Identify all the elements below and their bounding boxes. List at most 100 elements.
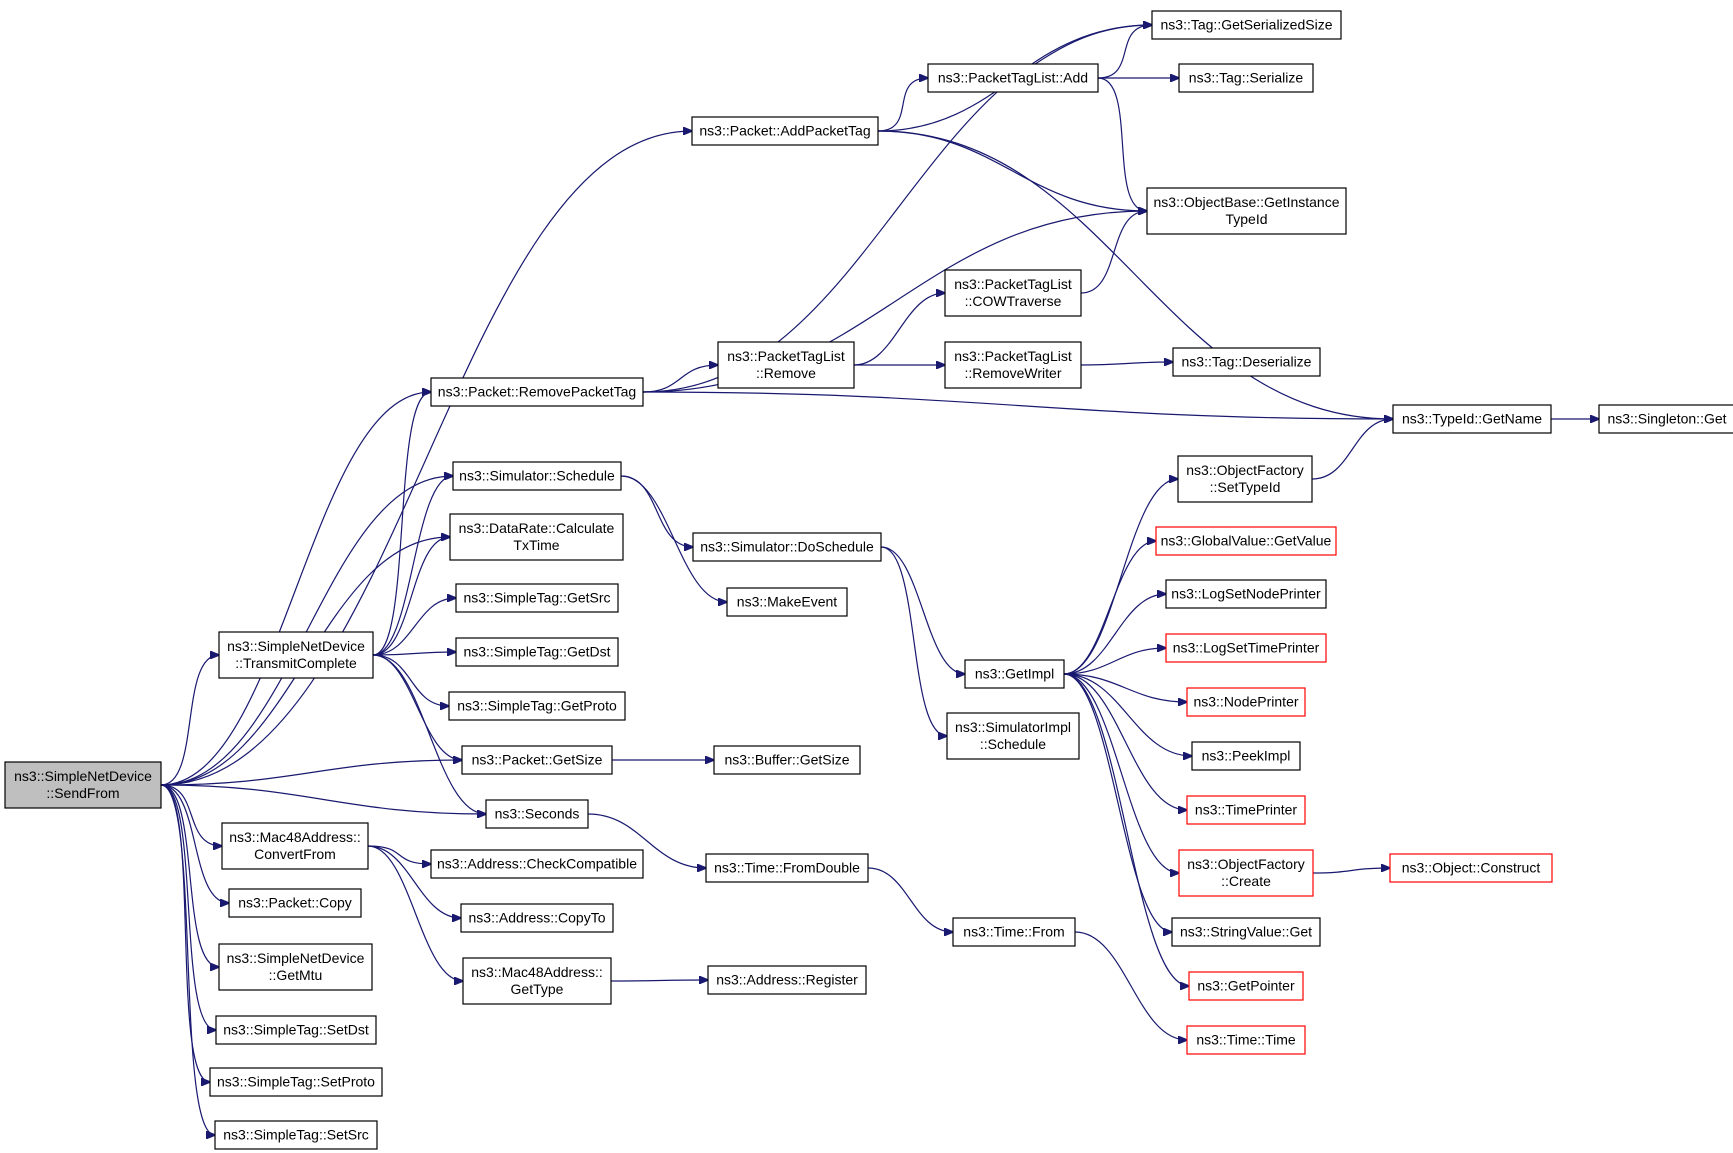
node-checkcompatible[interactable]: ns3::Address::CheckCompatible [430,849,644,879]
node-box [1178,849,1314,897]
node-box [944,341,1082,389]
node-logsettimeprinter[interactable]: ns3::LogSetTimePrinter [1165,633,1327,663]
node-removewriter[interactable]: ns3::PacketTagList::RemoveWriter [944,341,1082,389]
node-label: ns3::Simulator::DoSchedule [700,539,874,555]
node-makeevent[interactable]: ns3::MakeEvent [726,587,848,617]
edge-getimpl-to-globalvaluegetvalue [1063,541,1156,675]
node-box [1186,1025,1306,1055]
node-box [4,761,162,809]
edge-addpackettag-to-typeidgetname [877,130,1393,419]
edge-schedule-to-doschedule [620,475,693,547]
node-label: ns3::LogSetNodePrinter [1171,586,1321,602]
node-label: TypeId [1225,211,1267,227]
node-transmitcomplete[interactable]: ns3::SimpleNetDevice::TransmitComplete [218,631,374,679]
node-box [1598,404,1733,434]
node-stringvalueget[interactable]: ns3::StringValue::Get [1171,917,1321,947]
node-box [1165,633,1327,663]
node-objectconstruct[interactable]: ns3::Object::Construct [1389,853,1553,883]
node-label: ns3::Seconds [495,806,580,822]
node-sendfrom[interactable]: ns3::SimpleNetDevice::SendFrom [4,761,162,809]
node-removepackettag[interactable]: ns3::Packet::RemovePacketTag [430,377,644,407]
node-tagserialize[interactable]: ns3::Tag::Serialize [1178,63,1314,93]
node-packetgetsize[interactable]: ns3::Packet::GetSize [461,745,613,775]
node-ofsettypeid[interactable]: ns3::ObjectFactory::SetTypeId [1177,455,1313,503]
node-addrregister[interactable]: ns3::Address::Register [707,965,867,995]
node-peekimpl[interactable]: ns3::PeekImpl [1191,741,1301,771]
node-tagdeserialize[interactable]: ns3::Tag::Deserialize [1172,347,1321,377]
node-box [462,957,612,1005]
node-box [1392,404,1552,434]
node-convertfrom[interactable]: ns3::Mac48Address::ConvertFrom [221,822,369,870]
edge-convertfrom-to-copyto [367,845,461,918]
node-label: ns3::Time::FromDouble [714,860,860,876]
node-label: ::COWTraverse [965,293,1062,309]
node-label: ns3::Simulator::Schedule [459,468,615,484]
node-getdst[interactable]: ns3::SimpleTag::GetDst [455,637,619,667]
edge-sendfrom-to-setdst [160,784,216,1030]
edge-seconds-to-fromdouble [587,813,706,868]
node-setdst[interactable]: ns3::SimpleTag::SetDst [215,1015,377,1045]
node-timetime[interactable]: ns3::Time::Time [1186,1025,1306,1055]
edge-fromdouble-to-timefrom [867,867,953,932]
node-doschedule[interactable]: ns3::Simulator::DoSchedule [692,532,882,562]
node-buffergetsize[interactable]: ns3::Buffer::GetSize [713,745,861,775]
edge-transmitcomplete-to-calctxtime [372,537,450,656]
node-label: ns3::SimpleNetDevice [227,638,365,654]
node-timeprinter[interactable]: ns3::TimePrinter [1186,795,1306,825]
node-seconds[interactable]: ns3::Seconds [485,799,589,829]
node-addpackettag[interactable]: ns3::Packet::AddPacketTag [691,116,879,146]
node-label: ns3::Tag::Serialize [1189,70,1304,86]
edge-doschedule-to-simimplschedule [880,546,947,736]
node-box [209,1067,383,1097]
edge-sendfrom-to-packetcopy [160,784,229,903]
node-setproto[interactable]: ns3::SimpleTag::SetProto [209,1067,383,1097]
node-getimpl[interactable]: ns3::GetImpl [964,659,1065,689]
node-packetcopy[interactable]: ns3::Packet::Copy [228,888,362,918]
edge-schedule-to-makeevent [620,475,727,602]
node-box [726,587,848,617]
node-label: ns3::SimpleTag::GetSrc [463,590,610,606]
node-ptladd[interactable]: ns3::PacketTagList::Add [927,63,1099,93]
node-getpointer[interactable]: ns3::GetPointer [1188,971,1304,1001]
node-fromdouble[interactable]: ns3::Time::FromDouble [705,853,869,883]
edge-ptladd-to-getinstancetypeid [1097,77,1147,211]
node-label: ns3::Address::CopyTo [469,910,606,926]
node-box [946,712,1080,760]
node-label: ns3::GetPointer [1197,978,1295,994]
node-typeidgetname[interactable]: ns3::TypeId::GetName [1392,404,1552,434]
node-taggetserializedsize[interactable]: ns3::Tag::GetSerializedSize [1151,10,1342,40]
node-box [218,631,374,679]
node-label: ns3::GlobalValue::GetValue [1161,533,1332,549]
node-schedule[interactable]: ns3::Simulator::Schedule [452,461,622,491]
node-singletonget[interactable]: ns3::Singleton::Get [1598,404,1733,434]
node-box [1165,579,1327,609]
node-mac48gettype[interactable]: ns3::Mac48Address::GetType [462,957,612,1005]
node-globalvaluegetvalue[interactable]: ns3::GlobalValue::GetValue [1155,526,1337,556]
node-setsrc[interactable]: ns3::SimpleTag::SetSrc [214,1120,378,1150]
node-getsrc[interactable]: ns3::SimpleTag::GetSrc [455,583,619,613]
node-logsetnodeprinter[interactable]: ns3::LogSetNodePrinter [1165,579,1327,609]
node-simimplschedule[interactable]: ns3::SimulatorImpl::Schedule [946,712,1080,760]
edge-sendfrom-to-getmtu [160,784,219,967]
edge-getimpl-to-nodeprinter [1063,673,1187,702]
node-label: ns3::Singleton::Get [1607,411,1726,427]
edge-getimpl-to-ofsettypeid [1063,479,1178,675]
node-label: ns3::TypeId::GetName [1402,411,1542,427]
node-ptlremove[interactable]: ns3::PacketTagList::Remove [717,341,855,389]
node-copyto[interactable]: ns3::Address::CopyTo [460,903,614,933]
edge-getimpl-to-logsetnodeprinter [1063,594,1166,675]
node-getproto[interactable]: ns3::SimpleTag::GetProto [448,691,626,721]
node-nodeprinter[interactable]: ns3::NodePrinter [1186,687,1306,717]
node-cowtraverse[interactable]: ns3::PacketTagList::COWTraverse [944,269,1082,317]
node-timefrom[interactable]: ns3::Time::From [952,917,1076,947]
node-label: ns3::PacketTagList [954,348,1072,364]
node-getmtu[interactable]: ns3::SimpleNetDevice::GetMtu [218,943,373,991]
edge-sendfrom-to-setproto [160,784,210,1082]
node-label: ns3::Address::CheckCompatible [437,856,637,872]
node-label: ns3::Packet::GetSize [472,752,603,768]
node-label: ns3::PacketTagList [727,348,845,364]
edge-getimpl-to-logsettimeprinter [1063,648,1166,675]
node-ofcreate[interactable]: ns3::ObjectFactory::Create [1178,849,1314,897]
